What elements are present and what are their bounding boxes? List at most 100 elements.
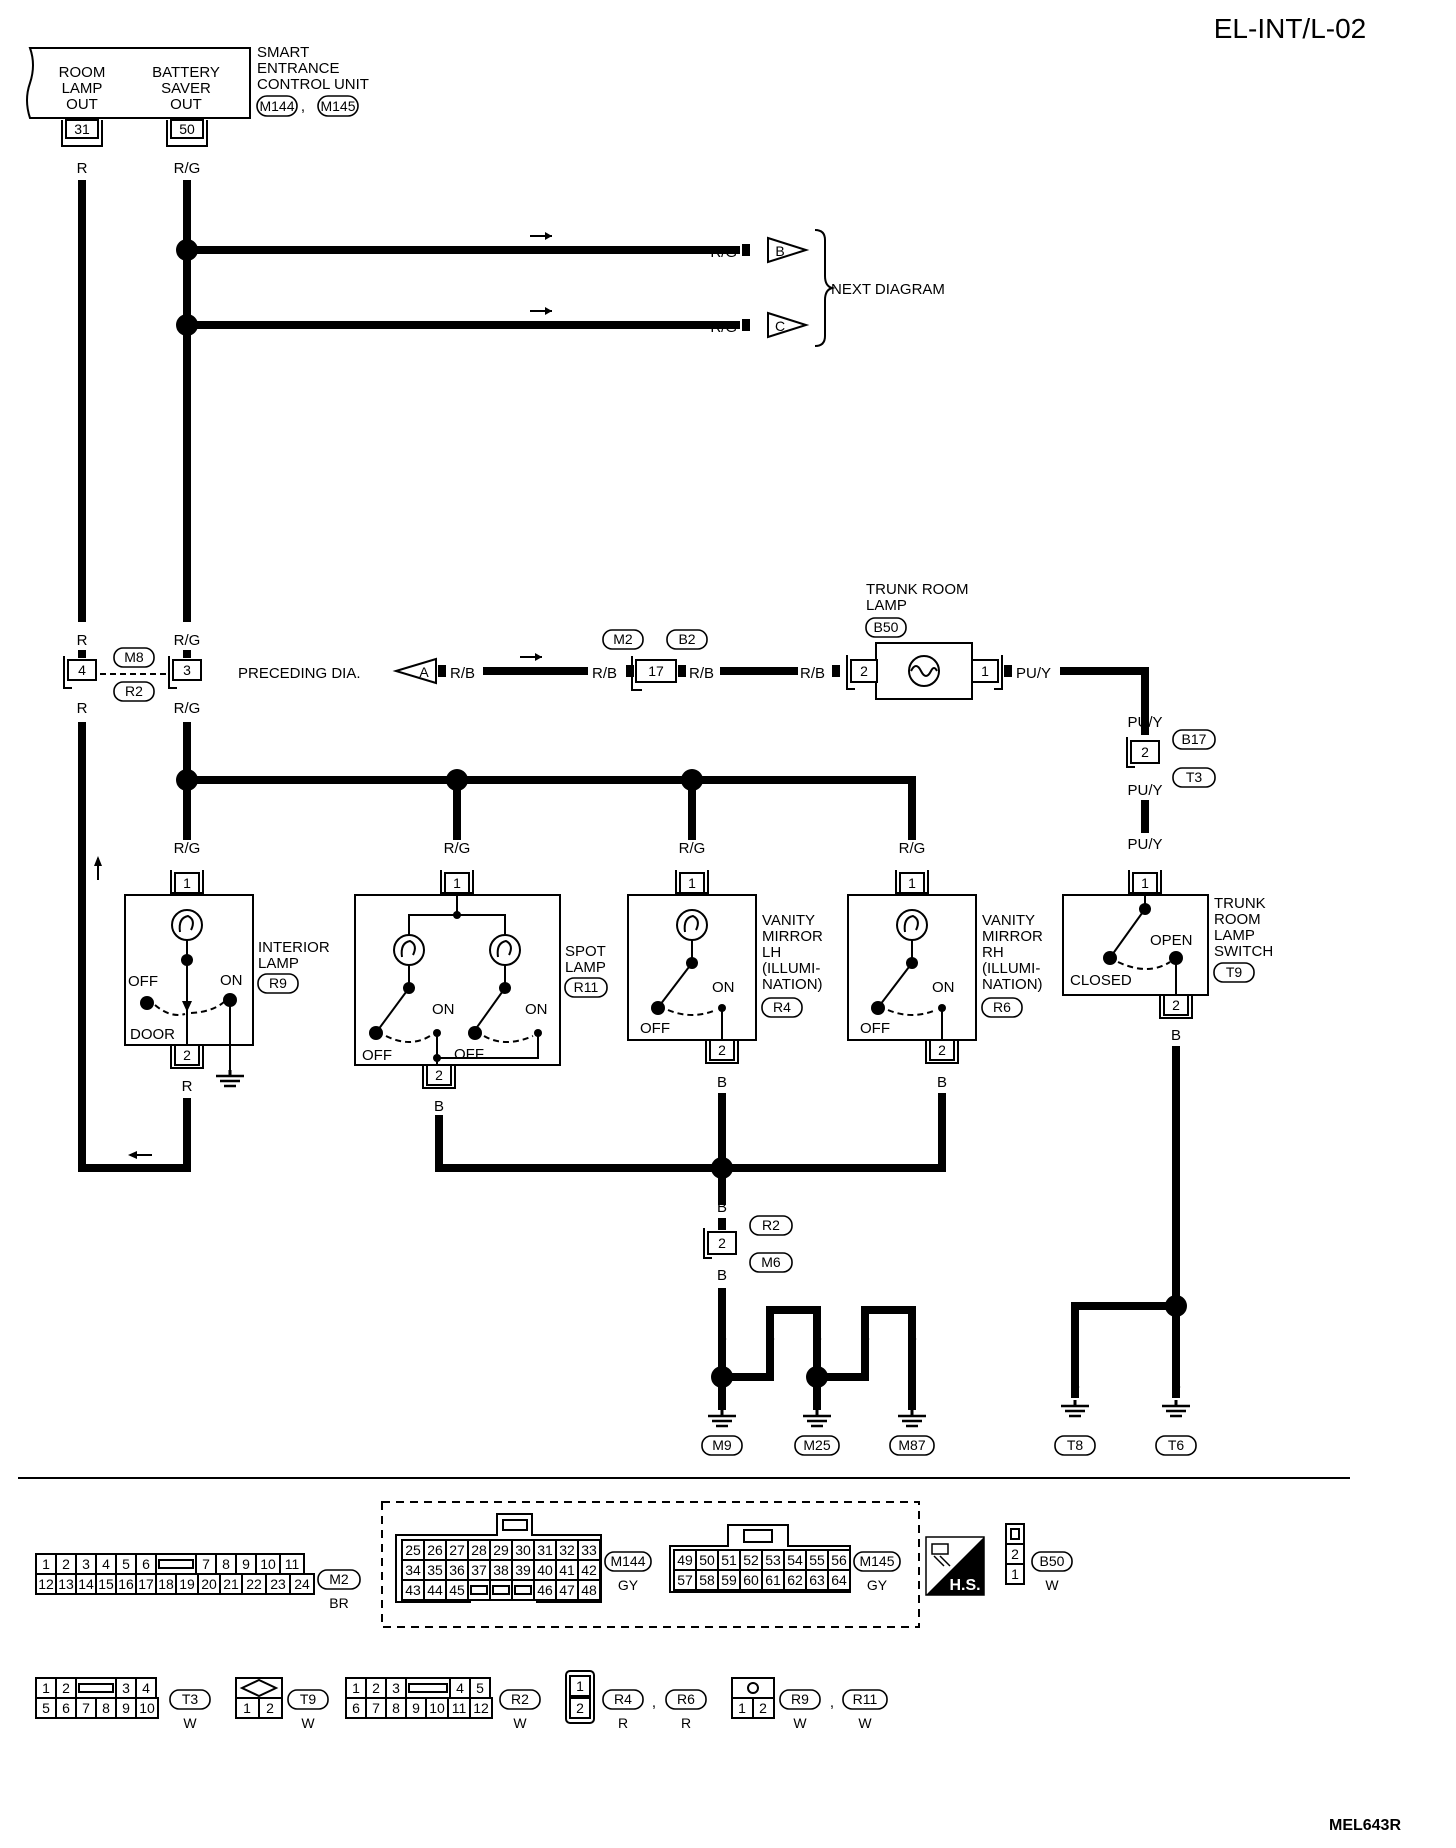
connector-pin-number: 42 xyxy=(581,1562,597,1578)
connector-pin-number: 9 xyxy=(412,1700,420,1716)
svg-text:LAMP: LAMP xyxy=(565,959,606,976)
connector-pin-number: 47 xyxy=(559,1582,575,1598)
connector-pin-number: 21 xyxy=(223,1576,239,1592)
tag-m145 xyxy=(317,95,359,117)
svg-text:4: 4 xyxy=(78,662,86,678)
connector-pin-number: 1 xyxy=(42,1680,50,1696)
svg-text:1: 1 xyxy=(243,1700,251,1716)
connector-key-slot xyxy=(470,1585,488,1595)
interior-lamp: 1 OFF ON DOOR 2 INTERIOR LAMP R9 xyxy=(124,870,330,1088)
tag-r2 xyxy=(113,681,155,702)
connector-pin-number: 10 xyxy=(260,1556,276,1572)
svg-text:W: W xyxy=(513,1715,527,1731)
connector-pin-number: 20 xyxy=(201,1576,217,1592)
connector-pin-number: 36 xyxy=(449,1562,465,1578)
svg-text:W: W xyxy=(1045,1577,1059,1593)
connector-pin-number: 27 xyxy=(449,1542,465,1558)
svg-text:,: , xyxy=(830,1694,834,1711)
connector-pin-number: 31 xyxy=(537,1542,553,1558)
connector-pin-number: 34 xyxy=(405,1562,421,1578)
svg-text:SPOT: SPOT xyxy=(565,943,606,960)
connector-pin-number: 52 xyxy=(743,1552,759,1568)
svg-text:B: B xyxy=(860,1329,870,1346)
next-diagram-label: NEXT DIAGRAM xyxy=(831,281,945,298)
connector-pin-cell xyxy=(469,1697,493,1719)
svg-text:R: R xyxy=(77,700,88,717)
svg-text:BATTERY: BATTERY xyxy=(152,64,220,81)
wire-label: R xyxy=(77,160,88,177)
svg-text:GY: GY xyxy=(618,1577,639,1593)
svg-text:2: 2 xyxy=(1172,997,1180,1013)
svg-text:MIRROR: MIRROR xyxy=(762,928,823,945)
connector-pin-number: 12 xyxy=(38,1576,54,1592)
tag-m144 xyxy=(256,95,298,117)
connector-pin-number: 37 xyxy=(471,1562,487,1578)
svg-text:OFF: OFF xyxy=(640,1020,670,1037)
connector-key-slot xyxy=(408,1683,448,1693)
connector-pin-number: 2 xyxy=(372,1680,380,1696)
tag-m144-text: M144 xyxy=(259,98,294,114)
svg-text:W: W xyxy=(793,1715,807,1731)
connector-pin-number: 1 xyxy=(42,1556,50,1572)
svg-text:RH: RH xyxy=(982,944,1004,961)
preceding-dia-label: PRECEDING DIA. xyxy=(238,665,361,682)
pin-31 xyxy=(65,119,99,139)
connector-key-slot xyxy=(78,1683,114,1693)
svg-text:T9: T9 xyxy=(1226,964,1243,980)
trunk-lamp-pin-2 xyxy=(850,659,878,683)
svg-text:R: R xyxy=(681,1715,691,1731)
connector-pin-number: 25 xyxy=(405,1542,421,1558)
connector-pin-number: 33 xyxy=(581,1542,597,1558)
connector-key-slot xyxy=(492,1585,510,1595)
connector-pin-number: 10 xyxy=(429,1700,445,1716)
tag-m2 xyxy=(602,629,644,650)
connector-pin-number: 17 xyxy=(138,1576,154,1592)
sep-1: , xyxy=(301,98,305,115)
connector-key-slot xyxy=(158,1559,194,1569)
connector-pin-number: 7 xyxy=(82,1700,90,1716)
ground-t8 xyxy=(1054,1435,1096,1456)
svg-text:OFF: OFF xyxy=(860,1020,890,1037)
connector-pin-number: 5 xyxy=(122,1556,130,1572)
connector-pin-number: 39 xyxy=(515,1562,531,1578)
connector-pin-number: 64 xyxy=(831,1572,847,1588)
splice xyxy=(446,769,468,791)
svg-text:INTERIOR: INTERIOR xyxy=(258,939,330,956)
connector-pin-cell xyxy=(289,1573,315,1595)
joint-r2-m6-pin xyxy=(707,1231,737,1255)
svg-text:B: B xyxy=(717,1074,727,1091)
connector-pin-number: 24 xyxy=(294,1576,310,1592)
connector-pin-number: 60 xyxy=(743,1572,759,1588)
connector-pin-number: 3 xyxy=(122,1680,130,1696)
svg-text:ON: ON xyxy=(932,979,955,996)
connector-pin-number: 15 xyxy=(98,1576,114,1592)
connector-pin-number: 7 xyxy=(202,1556,210,1572)
connector-pin-number: 6 xyxy=(142,1556,150,1572)
next-diagram-brace xyxy=(814,229,836,347)
svg-text:GY: GY xyxy=(867,1577,888,1593)
connector-pin-number: 29 xyxy=(493,1542,509,1558)
svg-text:PU/Y: PU/Y xyxy=(1016,665,1051,682)
connector-pin-number: 44 xyxy=(427,1582,443,1598)
connector-pin-number: 40 xyxy=(537,1562,553,1578)
connector-pin-cell xyxy=(135,1697,159,1719)
connector-pin-number: 22 xyxy=(246,1576,262,1592)
svg-text:SMART: SMART xyxy=(257,44,309,61)
svg-text:2: 2 xyxy=(1011,1546,1019,1562)
ground-icon xyxy=(896,1408,928,1428)
svg-text:ENTRANCE: ENTRANCE xyxy=(257,60,340,77)
svg-text:2: 2 xyxy=(435,1067,443,1083)
tag-b50 xyxy=(865,617,907,638)
connector-pin-number: 1 xyxy=(352,1680,360,1696)
svg-text:M144: M144 xyxy=(610,1553,645,1569)
svg-text:M8: M8 xyxy=(124,649,144,665)
svg-text:2: 2 xyxy=(1141,744,1149,760)
svg-text:2: 2 xyxy=(183,1047,191,1063)
tag-b2 xyxy=(666,629,708,650)
wire-label: R/G xyxy=(174,160,201,177)
connector-pin-number: 50 xyxy=(699,1552,715,1568)
svg-text:B: B xyxy=(1171,1027,1181,1044)
svg-text:ON: ON xyxy=(712,979,735,996)
svg-text:R11: R11 xyxy=(853,1691,878,1707)
svg-text:PU/Y: PU/Y xyxy=(1127,714,1162,731)
